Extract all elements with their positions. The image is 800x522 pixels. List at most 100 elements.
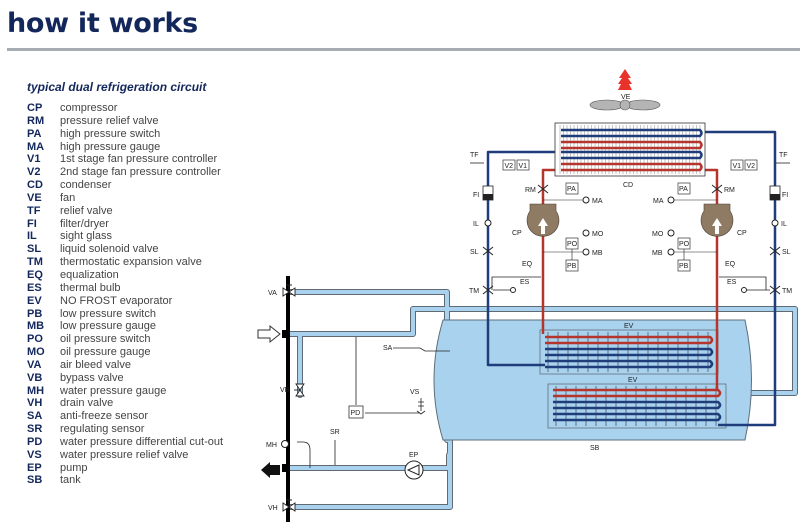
ve-label: VE: [621, 94, 631, 101]
legend-code: VS: [27, 448, 42, 461]
legend-code: ES: [27, 281, 42, 294]
evaporator-upper: EV: [539, 323, 719, 375]
pd-box: [348, 405, 364, 419]
il-right-label: IL: [781, 221, 787, 228]
legend-item: EQ equalization: [27, 269, 223, 282]
control-wiring: [297, 337, 450, 468]
legend-description: low pressure gauge: [60, 320, 157, 333]
v2-right-label: V2: [747, 163, 756, 170]
legend-code: CP: [27, 102, 43, 114]
inlet-flange: [282, 330, 290, 338]
legend-description: tank: [60, 474, 81, 487]
tm-right-valve-icon: [769, 285, 781, 295]
ma-right-label: MA: [653, 198, 664, 205]
il-left-sightglass-icon: [484, 219, 492, 227]
legend-code: RM: [27, 114, 45, 127]
legend-description: anti-freeze sensor: [60, 410, 149, 423]
po-right-label: PO: [679, 241, 690, 248]
legend-code: PO: [27, 333, 43, 346]
ev-lower-label: EV: [628, 377, 638, 384]
es-right-bulb-icon: [741, 287, 747, 293]
legend-code: CD: [27, 179, 43, 192]
legend-code: VB: [27, 371, 43, 384]
es-left-bulb-icon: [510, 287, 516, 293]
pb-left-label: PB: [567, 263, 577, 270]
legend-description: low pressure switch: [60, 307, 156, 320]
mo-right-gauge-icon: [667, 229, 675, 237]
legend-code: EQ: [27, 268, 43, 281]
legend-description: sight glass: [60, 230, 112, 243]
legend-description: regulating sensor: [60, 423, 145, 436]
legend-item: PB low pressure switch: [27, 308, 223, 321]
legend-description: drain valve: [60, 397, 114, 410]
legend-description: high pressure switch: [60, 127, 161, 140]
va-valve-icon: [282, 284, 296, 297]
po-left-label: PO: [567, 241, 578, 248]
legend-item: PA high pressure switch: [27, 128, 223, 141]
v1-right-label: V1: [733, 163, 742, 170]
sl-right-label: SL: [782, 249, 791, 256]
mb-right-gauge-icon: [667, 248, 675, 256]
v1-left-label: V1: [519, 163, 528, 170]
legend-description: air bleed valve: [60, 358, 131, 371]
ev-upper-label: EV: [624, 323, 634, 330]
legend-description: 1st stage fan pressure controller: [60, 153, 218, 166]
mb-left-label: MB: [592, 250, 603, 257]
fi-right-label: FI: [782, 192, 788, 199]
legend-description: 2nd stage fan pressure controller: [60, 166, 221, 179]
legend-code: FI: [27, 217, 37, 230]
cp-left-label: CP: [512, 230, 522, 237]
ma-right-gauge-icon: [667, 196, 675, 204]
legend-description: thermostatic expansion valve: [60, 256, 202, 269]
legend-code: V2: [27, 166, 41, 179]
legend-description: pressure relief valve: [60, 114, 159, 127]
eq-right-label: EQ: [725, 261, 736, 268]
legend-code: PB: [27, 307, 43, 320]
legend-description: relief valve: [60, 204, 113, 217]
legend-description: compressor: [60, 102, 118, 114]
legend-description: water pressure relief valve: [60, 448, 189, 461]
sb-label: SB: [590, 445, 600, 452]
legend-code: VA: [27, 358, 42, 371]
rm-right-label: RM: [724, 187, 735, 194]
legend-code: V1: [27, 153, 41, 166]
tf-left-label: TF: [470, 152, 479, 159]
legend-code: EV: [27, 294, 42, 307]
right-circuit: TF FI IL SL TM ES EQ V1 V2 RM PA MA CP M…: [652, 152, 792, 295]
sl-left-label: SL: [470, 249, 479, 256]
legend-description: oil pressure gauge: [60, 346, 151, 359]
eq-left-label: EQ: [522, 261, 533, 268]
legend-description: liquid solenoid valve: [60, 243, 159, 256]
legend-item: CP compressor: [27, 102, 223, 115]
tm-left-label: TM: [469, 288, 479, 295]
sa-label: SA: [383, 345, 393, 352]
legend-code: PA: [27, 127, 42, 140]
legend-description: high pressure gauge: [60, 140, 161, 153]
va-label: VA: [268, 290, 277, 297]
rm-right-valve-icon: [711, 184, 723, 194]
mh-label: MH: [266, 442, 277, 449]
rm-left-label: RM: [525, 187, 536, 194]
tm-left-valve-icon: [482, 285, 494, 295]
page-title: how it works: [7, 8, 198, 39]
es-right-label: ES: [727, 279, 737, 286]
legend-description: equalization: [60, 268, 119, 281]
legend-code: VE: [27, 191, 42, 204]
mo-left-label: MO: [592, 231, 604, 238]
